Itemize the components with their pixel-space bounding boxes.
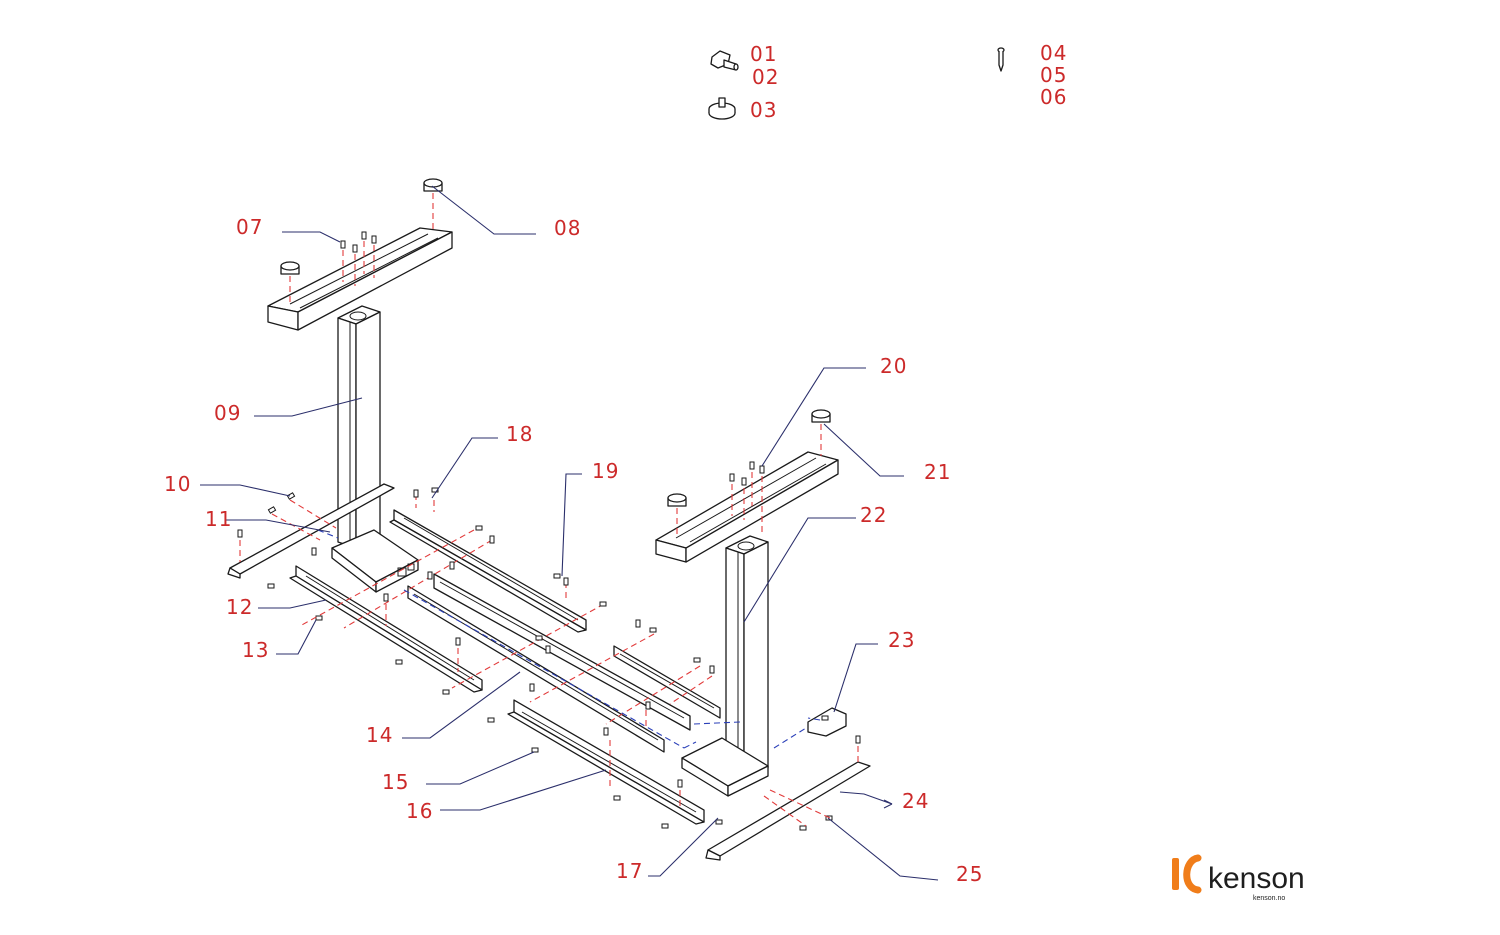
- left-column: [337, 305, 381, 549]
- legend-label-02: 02: [752, 65, 779, 89]
- callout-14: 14: [366, 723, 393, 747]
- screws-07: [340, 231, 377, 286]
- logo-bracket: [1183, 854, 1202, 894]
- callout-19: 19: [592, 459, 619, 483]
- foot-pad-icon: [708, 97, 736, 120]
- callout-16: 16: [406, 799, 433, 823]
- callout-25: 25: [956, 862, 983, 886]
- logo-url: kenson.no: [1253, 895, 1285, 902]
- callout-10: 10: [164, 472, 191, 496]
- callout-12: 12: [226, 595, 253, 619]
- right-motor-housing: [681, 737, 769, 797]
- screw-icon: [997, 47, 1005, 72]
- callout-08: 08: [554, 216, 581, 240]
- legend-label-06: 06: [1040, 85, 1067, 109]
- left-top-pad-rear: [423, 178, 443, 192]
- right-foot: [705, 761, 871, 861]
- callout-17: 17: [616, 859, 643, 883]
- left-leg-assembly: [227, 178, 483, 695]
- front-rail: [507, 699, 705, 825]
- left-motor-housing: [331, 529, 419, 593]
- center-rails: [299, 487, 721, 829]
- screws-24-25: [715, 717, 861, 831]
- parts-legend: 01 02 03 04 05 06: [708, 41, 1067, 122]
- kenson-logo: kenson kenson.no: [1172, 854, 1305, 902]
- left-top-bracket: [267, 227, 453, 331]
- callout-11: 11: [205, 507, 232, 531]
- callout-13: 13: [242, 638, 269, 662]
- callout-15: 15: [382, 770, 409, 794]
- callout-20: 20: [880, 354, 907, 378]
- screws-10-11: [237, 492, 461, 695]
- left-top-pad-front: [280, 261, 300, 275]
- right-leg-assembly: [655, 409, 871, 861]
- legend-label-04: 04: [1040, 41, 1067, 65]
- callout-labels: 07 08 09 10 11 12 13 14 15 16 17 18 19 2…: [164, 215, 983, 886]
- right-top-pad-rear: [811, 409, 831, 423]
- center-screws: [413, 487, 715, 829]
- callout-09: 09: [214, 401, 241, 425]
- control-panel: [807, 707, 847, 737]
- logo-mark: [1172, 858, 1179, 890]
- callout-24: 24: [902, 789, 929, 813]
- callout-21: 21: [924, 460, 951, 484]
- right-top-pad-front: [667, 493, 687, 507]
- logo-wordmark: kenson: [1208, 862, 1305, 895]
- bolt-icon: [710, 50, 739, 71]
- legend-label-05: 05: [1040, 63, 1067, 87]
- callout-07: 07: [236, 215, 263, 239]
- inner-rail-upper: [433, 573, 691, 731]
- screws-20: [729, 461, 765, 536]
- leader-lines: [200, 185, 939, 881]
- callout-22: 22: [860, 503, 887, 527]
- legend-label-03: 03: [750, 98, 777, 122]
- callout-18: 18: [506, 422, 533, 446]
- rear-rail: [389, 509, 587, 633]
- right-rear-rail: [613, 645, 721, 719]
- right-column: [725, 535, 769, 781]
- legend-label-01: 01: [750, 42, 777, 66]
- callout-23: 23: [888, 628, 915, 652]
